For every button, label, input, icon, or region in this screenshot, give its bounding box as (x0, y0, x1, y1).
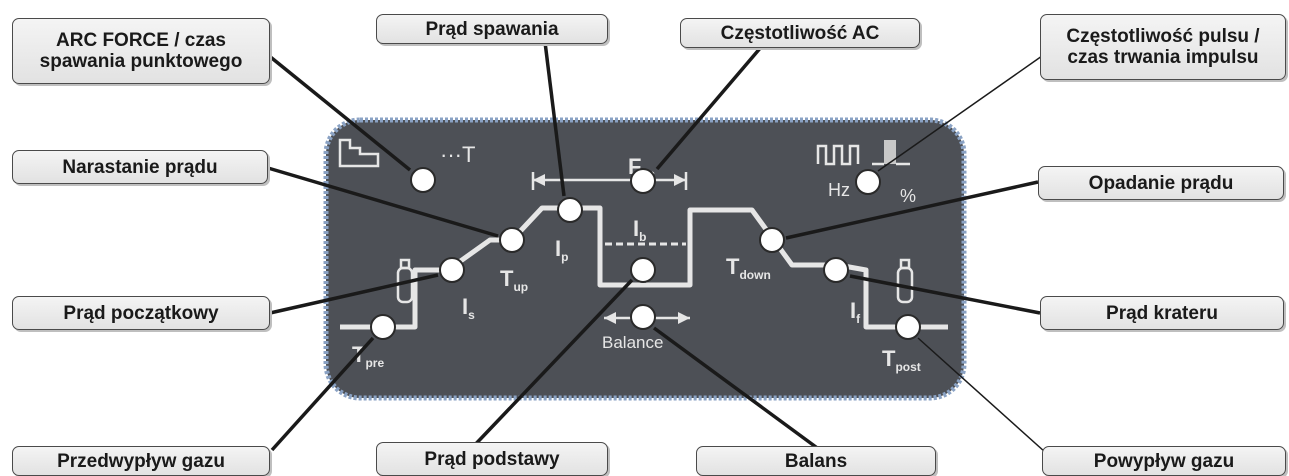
callout-przedwyplyw-gazu: Przedwypływ gazu (12, 446, 270, 476)
tpost-label: Tpost (882, 346, 921, 374)
callout-czestotliwosc-ac: Częstotliwość AC (680, 18, 920, 48)
callout-narastanie-pradu: Narastanie prądu (12, 150, 268, 184)
pulse-wave-icon (816, 144, 860, 166)
led-balance[interactable] (630, 304, 656, 330)
led-arc-force[interactable] (410, 167, 436, 193)
percent-label: % (900, 186, 916, 206)
callout-arc-force: ARC FORCE / czas spawania punktowego (12, 18, 270, 84)
callout-prad-poczatkowy: Prąd początkowy (12, 296, 270, 330)
callout-prad-krateru: Prąd krateru (1040, 296, 1284, 330)
if-label: If (850, 298, 861, 326)
callout-powyplyw-gazu: Powypływ gazu (1042, 446, 1286, 476)
led-tpre[interactable] (370, 314, 396, 340)
leader-lines (266, 41, 1046, 453)
callout-opadanie-pradu: Opadanie prądu (1038, 166, 1284, 200)
led-tup[interactable] (499, 227, 525, 253)
led-ip[interactable] (557, 197, 583, 223)
hz-label: Hz (828, 180, 850, 200)
is-label: Is (462, 294, 475, 322)
led-is[interactable] (439, 257, 465, 283)
panel-labels: ···T Fac Hz % Ip Ib Is If Tup Tdown Tpre… (352, 142, 921, 374)
ib-label: Ib (633, 216, 646, 244)
led-ib[interactable] (630, 257, 656, 283)
callout-prad-spawania: Prąd spawania (376, 14, 608, 44)
callout-prad-podstawy: Prąd podstawy (376, 442, 608, 476)
tup-label: Tup (500, 266, 528, 294)
arrow-heads (533, 174, 690, 324)
tdown-label: Tdown (726, 254, 771, 282)
led-fac[interactable] (630, 168, 656, 194)
callout-czestotliwosc-pulsu: Częstotliwość pulsu / czas trwania impul… (1040, 14, 1286, 80)
led-if[interactable] (823, 257, 849, 283)
arc-force-icon (338, 138, 380, 168)
balance-label: Balance (602, 333, 663, 352)
led-pulse[interactable] (855, 169, 881, 195)
dots-t-label: ···T (440, 142, 475, 167)
led-tdown[interactable] (759, 227, 785, 253)
ip-label: Ip (555, 236, 568, 264)
callout-balans: Balans (696, 446, 936, 476)
led-tpost[interactable] (895, 314, 921, 340)
pulse-width-icon (872, 140, 910, 166)
